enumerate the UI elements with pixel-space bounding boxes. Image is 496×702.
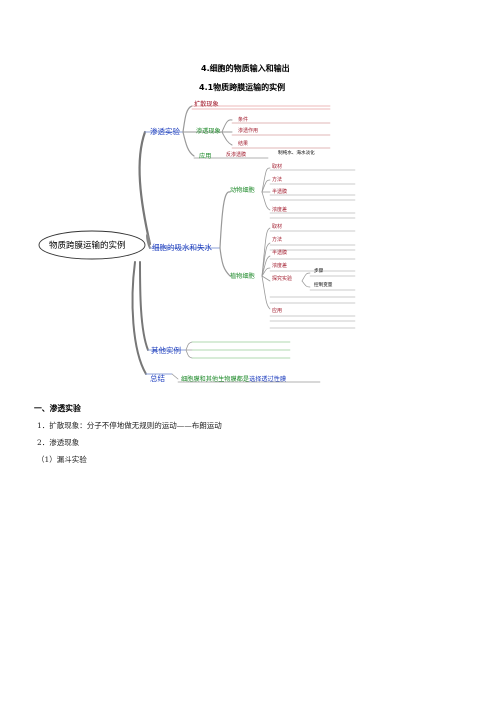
node-plant-experiment: 探究实验 bbox=[272, 276, 293, 282]
content-item-1: 1．扩散现象：分子不停地做无规则的运动——布朗运动 bbox=[37, 421, 222, 430]
branch-summary: 总结 bbox=[150, 374, 165, 383]
branch-cell-water: 细胞的吸水和失水 bbox=[152, 243, 212, 252]
node-animal-membrane: 半透膜 bbox=[272, 189, 288, 195]
section-heading: 一、渗透实验 bbox=[34, 404, 81, 413]
node-animal-gradient: 浓度差 bbox=[272, 207, 288, 213]
node-plant-method: 方法 bbox=[272, 237, 283, 243]
mind-map bbox=[38, 105, 356, 383]
node-osmotic-action: 渗透作用 bbox=[238, 128, 259, 134]
node-animal-method: 方法 bbox=[272, 177, 283, 183]
node-plant-cell: 植物细胞 bbox=[230, 273, 255, 280]
summary-blue-text: 选择透过性膜 bbox=[249, 376, 287, 383]
node-steps: 步骤 bbox=[314, 269, 324, 274]
branch-osmosis-experiment: 渗透实验 bbox=[150, 127, 180, 136]
branch-other-examples: 其他实例 bbox=[151, 346, 181, 355]
node-control-variables: 控制变量 bbox=[314, 283, 333, 288]
page-title: 4.细胞的物质输入和输出 bbox=[201, 64, 290, 73]
node-plant-material: 取材 bbox=[272, 224, 283, 230]
node-osmosis: 渗透现象 bbox=[196, 128, 221, 135]
node-diffusion: 扩散现象 bbox=[194, 101, 219, 108]
mindmap-root: 物质跨膜运输的实例 bbox=[49, 241, 126, 251]
node-reverse-osmosis: 反渗透膜 bbox=[226, 152, 247, 158]
node-application: 应用 bbox=[199, 153, 212, 160]
content-item-3: （1）漏斗实验 bbox=[37, 455, 87, 464]
node-animal-material: 取材 bbox=[272, 164, 283, 170]
node-plant-membrane: 半透膜 bbox=[272, 250, 288, 256]
summary-green-text: 细胞膜和其他生物膜都是 bbox=[181, 376, 250, 383]
summary-line: 细胞膜和其他生物膜都是选择透过性膜 bbox=[181, 374, 286, 383]
node-reverse-osmosis-note: 制纯水、海水淡化 bbox=[278, 151, 315, 156]
node-plant-gradient: 浓度差 bbox=[272, 263, 288, 269]
node-animal-cell: 动物细胞 bbox=[230, 187, 255, 194]
node-result: 结果 bbox=[238, 141, 249, 147]
page-subtitle: 4.1物质跨膜运输的实例 bbox=[199, 83, 286, 92]
content-item-2: 2．渗透现象 bbox=[37, 438, 80, 447]
node-condition: 条件 bbox=[238, 117, 249, 123]
node-plant-application: 应用 bbox=[272, 308, 283, 314]
